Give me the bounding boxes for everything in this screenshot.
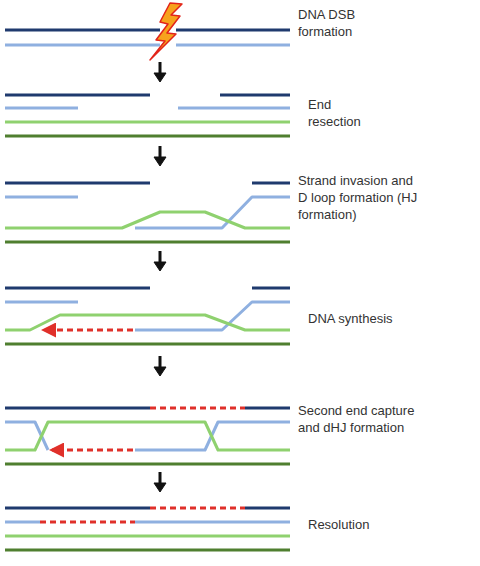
new-dna-synthesis [44, 329, 133, 332]
dna-strand [5, 94, 290, 97]
step-arrow [154, 157, 166, 166]
dna-strand [5, 121, 290, 124]
step-arrow [159, 356, 162, 368]
dna-strand [5, 241, 290, 244]
dna-strand [5, 29, 290, 32]
step-arrow [159, 472, 162, 484]
dna-strand [5, 549, 290, 552]
dna-strand [5, 44, 290, 47]
lightning-bolt [150, 3, 182, 60]
dna-strand [5, 107, 290, 110]
step-arrow [154, 367, 166, 376]
dna-strand [5, 287, 290, 290]
dna-strand [5, 463, 290, 466]
dna-strand [5, 422, 290, 450]
step-label: DNA DSB formation [298, 6, 380, 40]
dna-strand [5, 422, 290, 450]
new-dna-synthesis [52, 449, 133, 452]
new-dna-synthesis [40, 521, 135, 524]
step-arrow [159, 146, 162, 158]
dna-strand [5, 521, 290, 524]
step-arrow [154, 73, 166, 82]
step-label: Resolution [308, 516, 418, 533]
dna-strand [5, 212, 290, 228]
dna-strand [5, 407, 290, 410]
step-arrow [159, 251, 162, 263]
new-dna-synthesis [150, 507, 245, 510]
step-arrow [154, 262, 166, 271]
step-arrow [159, 62, 162, 74]
step-label: End resection [308, 96, 372, 130]
step-label: Strand invasion and D loop formation (HJ… [298, 172, 422, 223]
new-dna-synthesis [150, 407, 245, 410]
dna-strand [5, 197, 290, 228]
step-label: Second end capture and dHJ formation [298, 402, 420, 436]
step-arrow [154, 483, 166, 492]
dna-strand [5, 135, 290, 138]
dna-strand [5, 302, 290, 330]
dna-strand [5, 182, 290, 185]
dna-strand [5, 315, 290, 330]
dna-strand [5, 507, 290, 510]
dna-strand [5, 343, 290, 346]
step-label: DNA synthesis [308, 310, 438, 327]
dna-strand [5, 535, 290, 538]
